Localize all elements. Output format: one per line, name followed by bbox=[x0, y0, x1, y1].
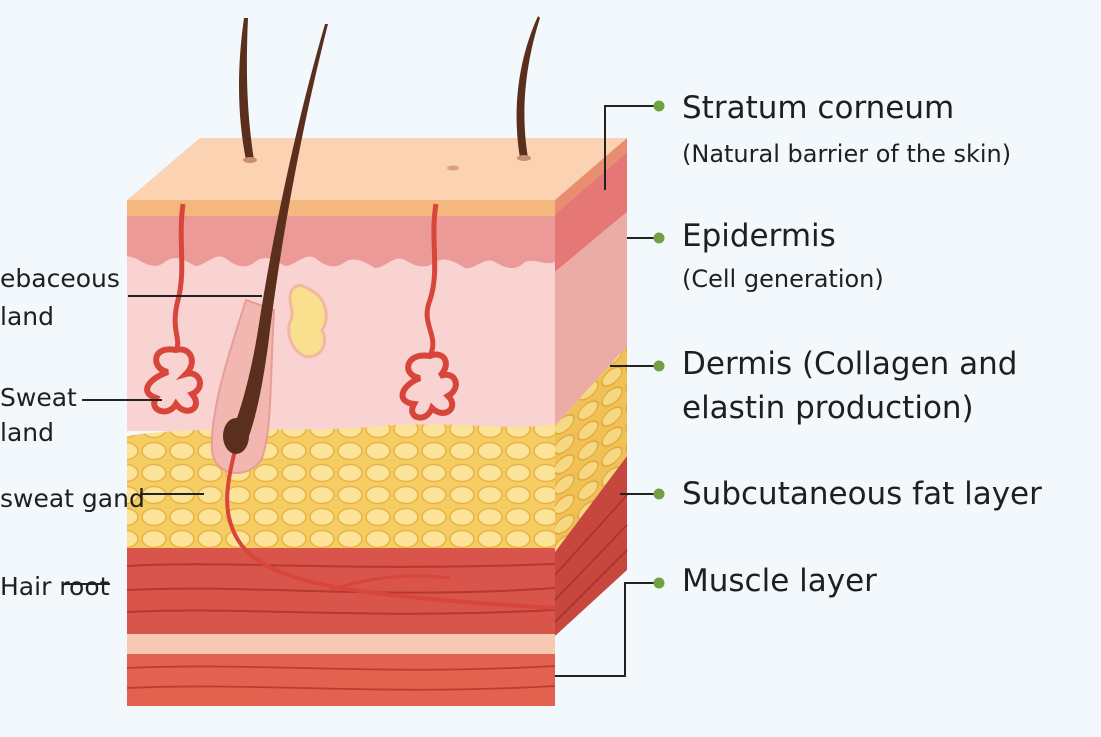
hair-bulb bbox=[223, 418, 249, 454]
label-dermis-line2: elastin production) bbox=[682, 390, 974, 426]
fat-front bbox=[127, 424, 555, 548]
fat-leader bbox=[620, 488, 665, 500]
label-stratum-corneum: Stratum corneum bbox=[682, 90, 955, 126]
lower-muscle bbox=[127, 654, 555, 706]
dermis-leader bbox=[610, 360, 665, 372]
side-muscle bbox=[555, 456, 627, 636]
side-fat bbox=[555, 346, 627, 552]
label-subcutaneous-fat: Subcutaneous fat layer bbox=[682, 476, 1042, 512]
label-sweat-gand: sweat gand bbox=[0, 484, 145, 513]
label-hair-root: Hair root bbox=[0, 572, 110, 601]
label-dermis-line1: Dermis (Collagen and bbox=[682, 346, 1018, 382]
label-sweat-line2: land bbox=[0, 418, 54, 447]
stratum-leader bbox=[604, 100, 665, 190]
epidermis-front bbox=[127, 216, 555, 269]
side-epidermis bbox=[555, 152, 627, 272]
hair-root-vessel bbox=[225, 445, 556, 610]
sweat-gland-coil-2 bbox=[399, 351, 459, 421]
label-muscle-layer: Muscle layer bbox=[682, 563, 877, 599]
stratum-corneum-band bbox=[127, 200, 555, 216]
label-sebaceous-line2: land bbox=[0, 302, 54, 331]
side-stratum bbox=[555, 138, 627, 214]
label-sweat-line1: Sweat bbox=[0, 383, 77, 412]
skin-top-surface bbox=[127, 138, 627, 200]
label-stratum-corneum-sub: (Natural barrier of the skin) bbox=[682, 140, 1012, 168]
hair-small-left bbox=[239, 18, 254, 160]
label-sebaceous-line1: ebaceous bbox=[0, 264, 120, 293]
label-epidermis-sub: (Cell generation) bbox=[682, 265, 884, 293]
side-dermis bbox=[555, 212, 627, 426]
fascia-band bbox=[127, 634, 555, 654]
sweat-gland-duct-1 bbox=[172, 203, 186, 352]
sweat-gland-coil-1 bbox=[144, 346, 203, 415]
epidermis-leader bbox=[627, 232, 665, 244]
sweat-gland-duct-2 bbox=[424, 203, 439, 358]
hair-small-right bbox=[516, 16, 540, 158]
sebaceous-gland bbox=[287, 284, 328, 359]
muscle-leader bbox=[555, 577, 665, 677]
label-epidermis: Epidermis bbox=[682, 218, 836, 254]
skin-pore bbox=[447, 165, 459, 171]
hair-shaft-main bbox=[226, 24, 328, 452]
